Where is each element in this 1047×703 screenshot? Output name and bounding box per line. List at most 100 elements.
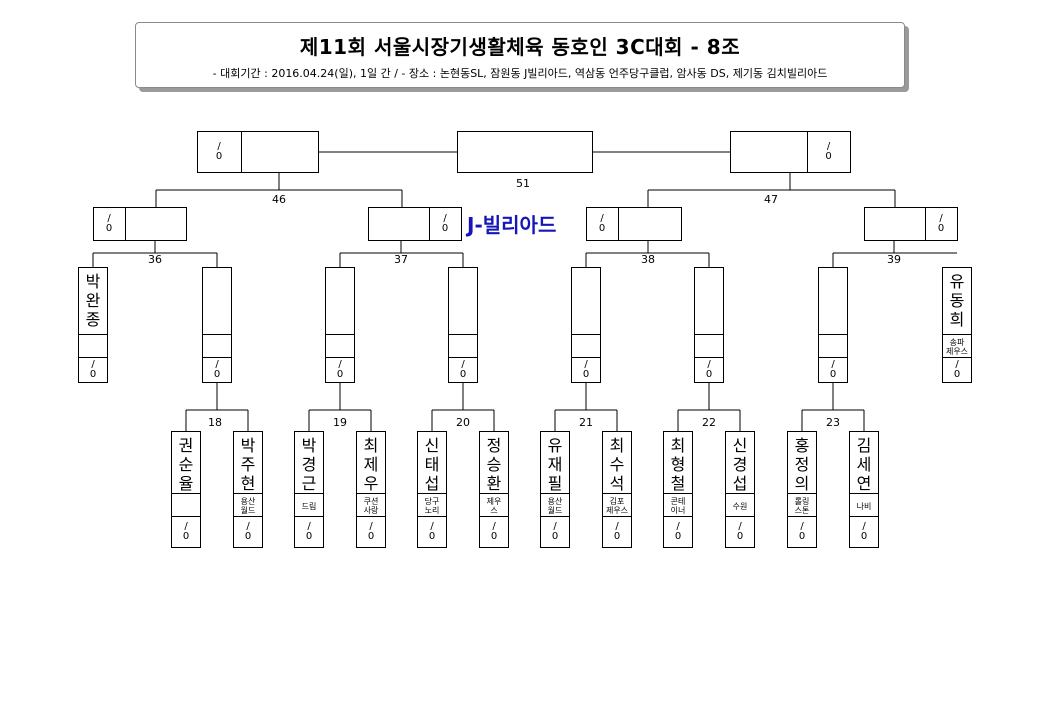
score-divider: / <box>246 521 250 532</box>
score-divider: / <box>800 521 804 532</box>
club-line: 월드 <box>240 506 256 515</box>
score-value: 0 <box>825 151 832 162</box>
player-name-char: 섭 <box>424 474 440 493</box>
club-line: 쿠션 <box>363 497 379 506</box>
score-cell: /0 <box>587 208 619 240</box>
player-name-char: 주 <box>240 455 256 474</box>
player-name-char: 정 <box>794 455 810 474</box>
club-line: 송파 <box>949 338 965 347</box>
score-divider: / <box>443 213 447 224</box>
score-slot: /0 <box>203 360 231 380</box>
match-number-47: 47 <box>764 193 778 206</box>
club-line: 제우스 <box>945 347 969 356</box>
player-name-char: 석 <box>609 474 625 493</box>
player-name-char: 세 <box>856 455 872 474</box>
player-name-char: 필 <box>547 474 563 493</box>
player-name-char: 신 <box>732 436 748 455</box>
match-number-46: 46 <box>272 193 286 206</box>
club-line: 수원 <box>732 501 748 511</box>
score-slot: /0 <box>695 360 723 380</box>
score-divider: / <box>217 141 221 152</box>
score-value: 0 <box>829 369 837 380</box>
match-number-37: 37 <box>394 253 408 266</box>
score-value: 0 <box>182 531 190 542</box>
score-divider: / <box>492 521 496 532</box>
player-name-char: 철 <box>670 474 686 493</box>
player-name-char: 율 <box>178 474 194 493</box>
result-box: /0 <box>864 207 958 241</box>
score-value: 0 <box>860 531 868 542</box>
score-value: 0 <box>244 531 252 542</box>
round16-slot: /0 <box>694 267 724 383</box>
score-slot: /0 <box>430 214 460 234</box>
score-value: 0 <box>551 531 559 542</box>
player-name-char: 근 <box>301 474 317 493</box>
score-divider: / <box>584 359 588 370</box>
player-club <box>695 334 723 358</box>
score-slot: /0 <box>357 522 385 542</box>
club-line: 제우 <box>486 497 502 506</box>
result-box: /0 <box>586 207 682 241</box>
round16-slot: /0 <box>818 267 848 383</box>
player-name <box>326 268 354 334</box>
score-divider: / <box>338 359 342 370</box>
player-name-char: 의 <box>794 474 810 493</box>
player-name-char: 최 <box>670 436 686 455</box>
round16-slot: /0 <box>571 267 601 383</box>
player-club <box>326 334 354 358</box>
tournament-title: 제11회 서울시장기생활체육 동호인 3C대회 - 8조 <box>299 35 741 59</box>
player-name-char: 정 <box>486 436 502 455</box>
score-value: 0 <box>215 151 223 162</box>
score-cell: /0 <box>94 208 126 240</box>
match-number-23: 23 <box>826 416 840 429</box>
club-line: 월드 <box>547 506 563 515</box>
player-club <box>172 493 200 517</box>
score-value: 0 <box>305 531 313 542</box>
player-name-char: 종 <box>85 310 101 329</box>
player-name <box>203 268 231 334</box>
score-divider: / <box>430 521 434 532</box>
score-slot: /0 <box>449 360 477 380</box>
score-slot: /0 <box>808 142 849 162</box>
player-name-char: 박 <box>301 436 317 455</box>
club-line: 노리 <box>424 506 440 515</box>
player-name-char: 우 <box>363 474 379 493</box>
match-number-19: 19 <box>333 416 347 429</box>
score-value: 0 <box>736 531 744 542</box>
match-number-39: 39 <box>887 253 901 266</box>
match-number-18: 18 <box>208 416 222 429</box>
score-divider: / <box>184 521 188 532</box>
player-name-char: 신 <box>424 436 440 455</box>
player-name <box>819 268 847 334</box>
score-slot: /0 <box>172 522 200 542</box>
player-name-char: 권 <box>178 436 194 455</box>
result-box <box>457 131 593 173</box>
player-name-char: 유 <box>949 272 965 291</box>
player-name-char: 김 <box>856 436 872 455</box>
score-divider: / <box>91 359 95 370</box>
score-cell: /0 <box>198 132 242 172</box>
player-name-char: 형 <box>670 455 686 474</box>
score-divider: / <box>461 359 465 370</box>
player-club: 드림 <box>295 493 323 517</box>
score-slot: /0 <box>664 522 692 542</box>
club-line: 드림 <box>301 501 317 511</box>
player-name-char: 태 <box>424 455 440 474</box>
score-slot: /0 <box>198 142 240 162</box>
player-name-char: 재 <box>547 455 563 474</box>
player-name <box>449 268 477 334</box>
